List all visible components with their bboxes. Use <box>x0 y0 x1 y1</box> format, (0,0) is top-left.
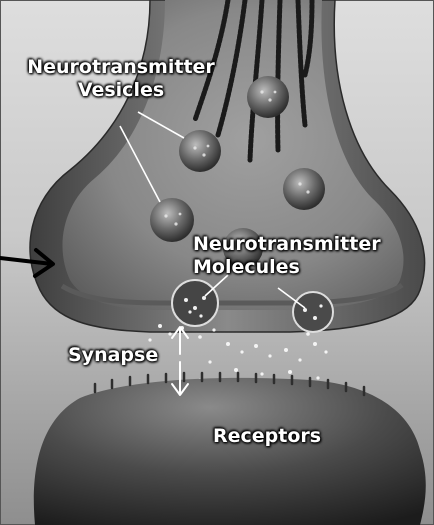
molecules-label-line1: Neurotransmitter <box>193 233 381 256</box>
vesicles-label-line1: Neurotransmitter <box>24 56 218 79</box>
molecules-label-line2: Molecules <box>193 256 381 279</box>
vesicle <box>283 168 325 210</box>
vesicle <box>150 198 194 242</box>
receptors-label: Receptors <box>213 425 321 448</box>
vesicles-label: Neurotransmitter Vesicles <box>24 56 218 102</box>
molecules-label: Neurotransmitter Molecules <box>193 233 381 279</box>
synapse-label: Synapse <box>68 344 158 367</box>
fusing-vesicle <box>172 280 218 326</box>
vesicle <box>179 130 221 172</box>
fusing-vesicle <box>293 292 333 332</box>
vesicles-label-line2: Vesicles <box>24 79 218 102</box>
vesicle <box>247 76 289 118</box>
postsynaptic-cell <box>34 378 426 525</box>
